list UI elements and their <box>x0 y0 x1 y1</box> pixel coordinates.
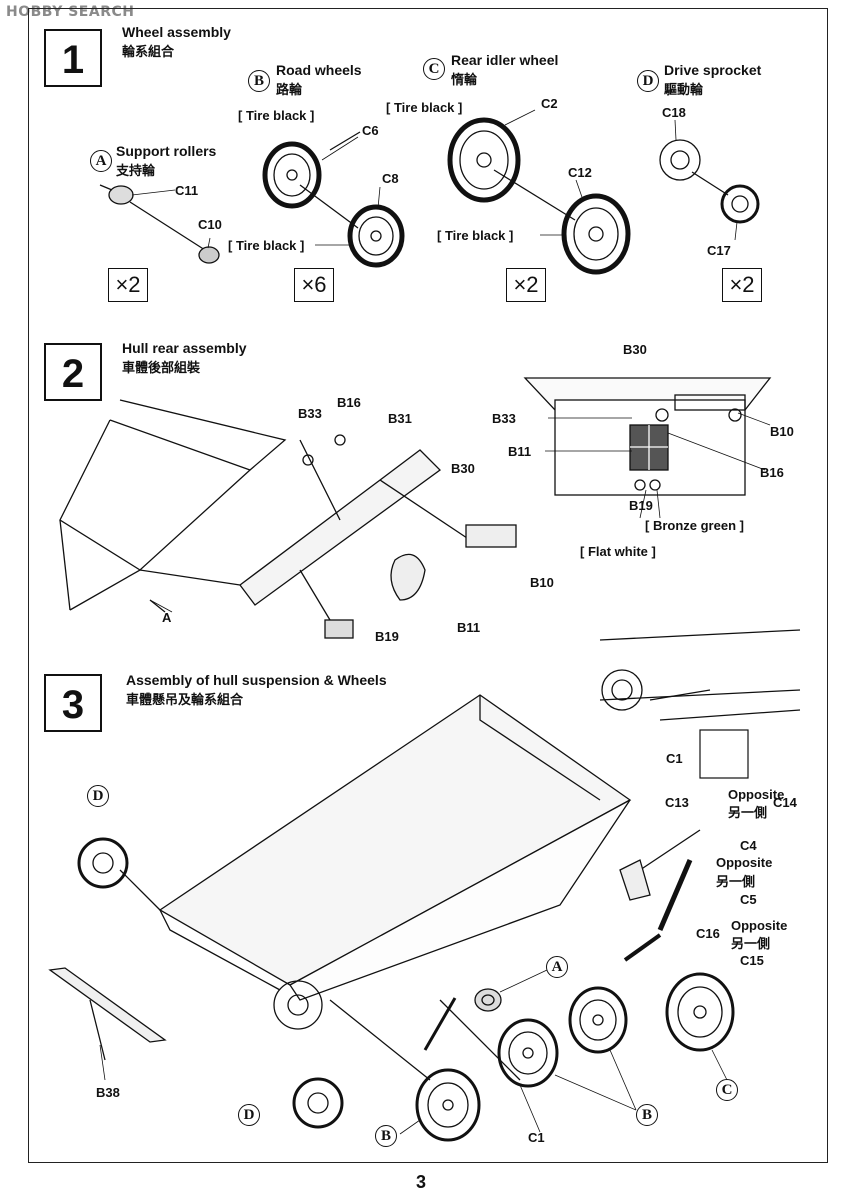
opposite-label-c15: Opposite <box>731 918 788 933</box>
qty-support-rollers: ×2 <box>108 268 148 302</box>
part-c6: C6 <box>362 123 379 138</box>
part-c15: C15 <box>740 953 764 968</box>
part-b31: B31 <box>388 411 412 426</box>
part-c8: C8 <box>382 171 399 186</box>
step-3-letter-d-bottom: D <box>238 1104 260 1126</box>
part-b16: B16 <box>337 395 361 410</box>
paint-tire-black-c6: [ Tire black ] <box>238 108 315 123</box>
part-c13: C13 <box>665 795 689 810</box>
part-b19: B19 <box>375 629 399 644</box>
detail-part-b33: B33 <box>492 411 516 426</box>
step-3-title: Assembly of hull suspension & Wheels <box>126 672 387 688</box>
sprocket-d-drawings <box>77 837 344 1129</box>
step-3-number: 3 <box>44 674 102 732</box>
step-3-letter-c: C <box>716 1079 738 1101</box>
support-rollers-label-cn: 支持輪 <box>116 164 156 179</box>
road-wheel-drawing <box>262 131 405 268</box>
part-c5: C5 <box>740 892 757 907</box>
part-b33: B33 <box>298 406 322 421</box>
idler-letter: C <box>423 58 445 80</box>
step-3-letter-b-left: B <box>375 1125 397 1147</box>
suspension-inset-drawing <box>599 629 801 779</box>
opposite-label-c14-cn: 另一側 <box>728 806 768 821</box>
opposite-label-c15-cn: 另一側 <box>731 937 771 952</box>
part-c18: C18 <box>662 105 686 120</box>
qty-road-wheels: ×6 <box>294 268 334 302</box>
idler-label-cn: 惰輪 <box>451 73 478 88</box>
road-wheels-letter: B <box>248 70 270 92</box>
step-1-title-cn: 輪系組合 <box>122 45 175 60</box>
part-c1: C1 <box>528 1130 545 1145</box>
hull-rear-drawing <box>59 399 517 639</box>
instruction-sheet-frame <box>28 8 828 1163</box>
support-rollers-label: Support rollers <box>116 143 217 159</box>
step-2-number: 2 <box>44 343 102 401</box>
page-number: 3 <box>415 1172 426 1192</box>
hull-main-drawing <box>48 694 632 1081</box>
sprocket-drawing <box>659 139 760 224</box>
inset-part-c1: C1 <box>666 751 683 766</box>
paint-bronze-green: [ Bronze green ] <box>645 518 744 533</box>
part-c11: C11 <box>175 183 199 198</box>
qty-idler: ×2 <box>506 268 546 302</box>
part-c16: C16 <box>696 926 720 941</box>
hull-rear-detail-drawing <box>523 377 772 496</box>
opposite-label-c14: Opposite <box>728 787 785 802</box>
road-wheels-label: Road wheels <box>276 62 362 78</box>
part-c17: C17 <box>707 243 731 258</box>
part-c10: C10 <box>198 217 222 232</box>
part-b38: B38 <box>96 1085 120 1100</box>
paint-flat-white: [ Flat white ] <box>580 544 656 559</box>
paint-tire-black-c12: [ Tire black ] <box>437 228 514 243</box>
support-rollers-letter: A <box>90 150 112 172</box>
part-c12: C12 <box>568 165 592 180</box>
part-b10: B10 <box>530 575 554 590</box>
idler-wheel-drawing <box>447 117 631 275</box>
detail-part-b30: B30 <box>623 342 647 357</box>
step-3-title-cn: 車體懸吊及輪系組合 <box>126 693 244 708</box>
part-b11: B11 <box>457 620 481 635</box>
step-1-number: 1 <box>44 29 102 87</box>
part-a-hull: A <box>162 610 172 625</box>
part-c2: C2 <box>541 96 558 111</box>
support-roller-a-drawing <box>474 988 502 1012</box>
step-3-letter-d-top: D <box>87 785 109 807</box>
detail-part-b10: B10 <box>770 424 794 439</box>
road-wheels-b-drawings <box>415 986 628 1142</box>
detail-part-b11: B11 <box>508 444 532 459</box>
sprocket-letter: D <box>637 70 659 92</box>
paint-tire-black-c8: [ Tire black ] <box>228 238 305 253</box>
detail-part-b19: B19 <box>629 498 653 513</box>
idler-label: Rear idler wheel <box>451 52 559 68</box>
paint-tire-black-c2: [ Tire black ] <box>386 100 463 115</box>
idler-c-drawing <box>619 829 735 1052</box>
opposite-label-c5-cn: 另一側 <box>716 875 756 890</box>
road-wheels-label-cn: 路輪 <box>276 83 303 98</box>
sprocket-label: Drive sprocket <box>664 62 762 78</box>
part-c14: C14 <box>773 795 797 810</box>
opposite-label-c5: Opposite <box>716 855 773 870</box>
step-3-letter-a: A <box>546 956 568 978</box>
step-1-title: Wheel assembly <box>122 24 231 40</box>
part-b30: B30 <box>451 461 475 476</box>
part-c4: C4 <box>740 838 757 853</box>
step-2-title: Hull rear assembly <box>122 340 247 356</box>
step-2-title-cn: 車體後部組裝 <box>122 361 201 376</box>
detail-part-b16: B16 <box>760 465 784 480</box>
step-3-letter-b-right: B <box>636 1104 658 1126</box>
sprocket-label-cn: 驅動輪 <box>664 83 704 98</box>
qty-sprocket: ×2 <box>722 268 762 302</box>
